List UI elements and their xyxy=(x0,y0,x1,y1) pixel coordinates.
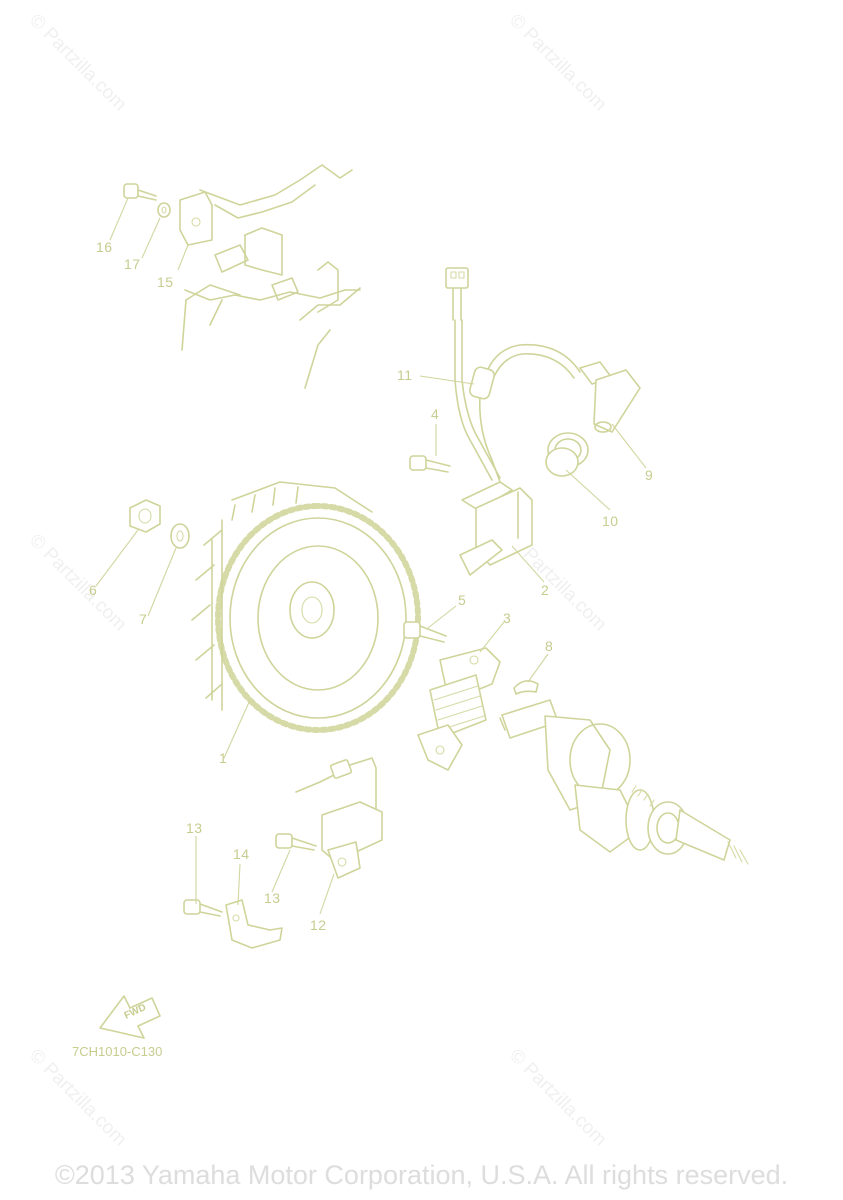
bolt-4 xyxy=(409,455,451,473)
washer-7 xyxy=(170,523,190,549)
callout-13-upper: 13 xyxy=(186,820,203,836)
callout-10: 10 xyxy=(602,513,619,529)
bolt-16 xyxy=(123,183,157,201)
callout-12: 12 xyxy=(310,917,327,933)
connector-plug xyxy=(445,267,469,321)
charge-coil-3 xyxy=(417,647,501,771)
bolt-13-lower xyxy=(183,899,223,917)
woodruff-key-8 xyxy=(513,680,539,695)
nut-6 xyxy=(129,499,161,533)
callout-13-lower: 13 xyxy=(264,890,281,906)
copyright-notice: ©2013 Yamaha Motor Corporation, U.S.A. A… xyxy=(54,1160,789,1190)
callout-7: 7 xyxy=(139,611,148,627)
flywheel-1 xyxy=(191,481,421,733)
bracket-15 xyxy=(179,191,213,246)
callout-5: 5 xyxy=(458,592,467,608)
washer-17 xyxy=(157,202,171,218)
wire-11 xyxy=(454,319,581,483)
callout-1: 1 xyxy=(219,750,228,766)
crankshaft xyxy=(499,699,749,865)
callout-11: 11 xyxy=(397,367,413,383)
callout-3: 3 xyxy=(503,610,512,626)
callout-14: 14 xyxy=(233,846,250,862)
callout-4: 4 xyxy=(431,406,440,422)
grommet-10 xyxy=(545,432,589,477)
diagram-code: 7CH1010-C130 xyxy=(72,1044,163,1059)
engine-casing-illustration xyxy=(181,164,361,389)
bolt-5 xyxy=(403,621,447,643)
callout-17: 17 xyxy=(124,256,141,272)
pulser-coil-12 xyxy=(295,757,383,879)
bolt-13-upper xyxy=(275,833,317,851)
callout-8: 8 xyxy=(545,638,554,654)
callout-15: 15 xyxy=(157,274,174,290)
callout-9: 9 xyxy=(645,467,654,483)
callout-6: 6 xyxy=(89,582,98,598)
fwd-arrow-icon xyxy=(99,995,161,1039)
callout-2: 2 xyxy=(541,582,550,598)
ignition-coil-2 xyxy=(459,481,533,576)
plug-cap-9 xyxy=(579,361,641,433)
leader-lines xyxy=(95,197,647,915)
callout-16: 16 xyxy=(96,239,113,255)
lead-plate-14 xyxy=(225,899,283,949)
